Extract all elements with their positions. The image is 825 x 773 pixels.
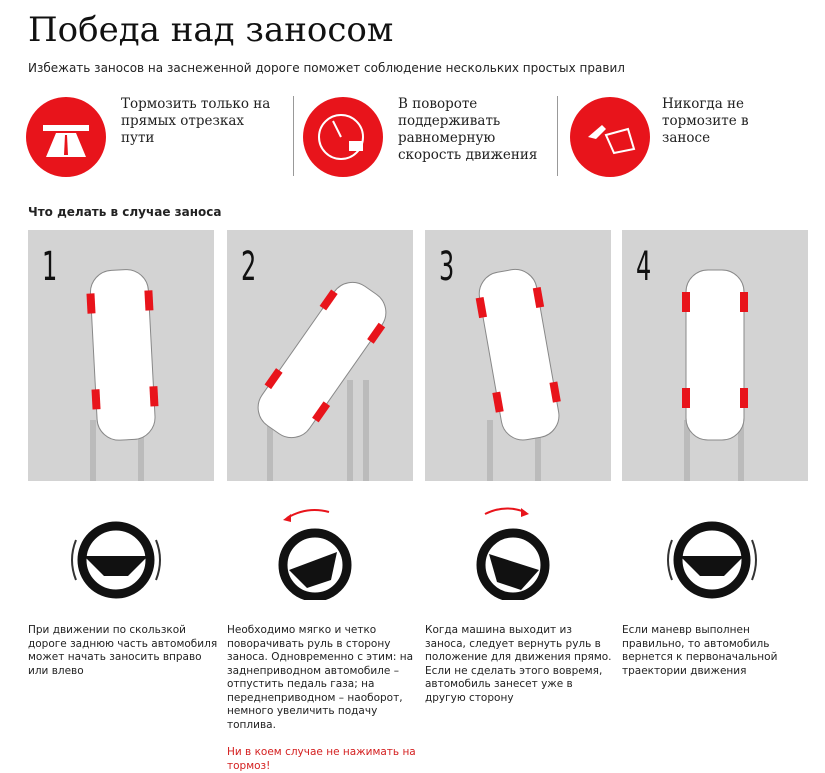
steering-wheel-turn-right-icon [425, 500, 611, 602]
divider [557, 96, 558, 176]
step-number: 1 [42, 244, 58, 290]
speedometer-icon [303, 97, 383, 177]
step-1-text: При движении по скользкой дороге заднюю … [28, 624, 218, 678]
steering-wheel-icon [28, 500, 214, 600]
step-number: 4 [636, 244, 652, 290]
step-4-illustration: 4 [622, 230, 808, 481]
brake-pedal-icon [570, 97, 650, 177]
rule-text: Тормозить только на прямых отрезках пути [121, 96, 271, 146]
step-2-illustration: 2 [227, 230, 413, 481]
step-number: 2 [241, 244, 257, 290]
section-title: Что делать в случае заноса [28, 205, 222, 219]
step-description: Если маневр выполнен правильно, то автом… [622, 624, 778, 677]
page-subtitle: Избежать заносов на заснеженной дороге п… [28, 61, 625, 75]
step-3-text: Когда машина выходит из заноса, следует … [425, 624, 615, 705]
divider [293, 96, 294, 176]
step-3-illustration: 3 [425, 230, 611, 481]
step-description: Необходимо мягко и четко поворачивать ру… [227, 624, 414, 731]
step-1-illustration: 1 [28, 230, 214, 481]
steering-wheel-turn-left-icon [227, 500, 413, 602]
step-2-text: Необходимо мягко и четко поворачивать ру… [227, 624, 417, 773]
step-description: При движении по скользкой дороге заднюю … [28, 624, 218, 677]
road-icon [26, 97, 106, 177]
rule-text: Никогда не тормозите в заносе [662, 96, 749, 146]
page-title: Победа над заносом [28, 10, 394, 50]
step-description: Когда машина выходит из заноса, следует … [425, 624, 612, 704]
steering-wheel-icon [622, 500, 808, 600]
rule-text: В повороте поддерживать равномерную скор… [398, 96, 538, 163]
step-number: 3 [439, 244, 455, 290]
step-4-text: Если маневр выполнен правильно, то автом… [622, 624, 797, 678]
warning-text: Ни в коем случае не нажимать на тормоз! [227, 746, 416, 772]
